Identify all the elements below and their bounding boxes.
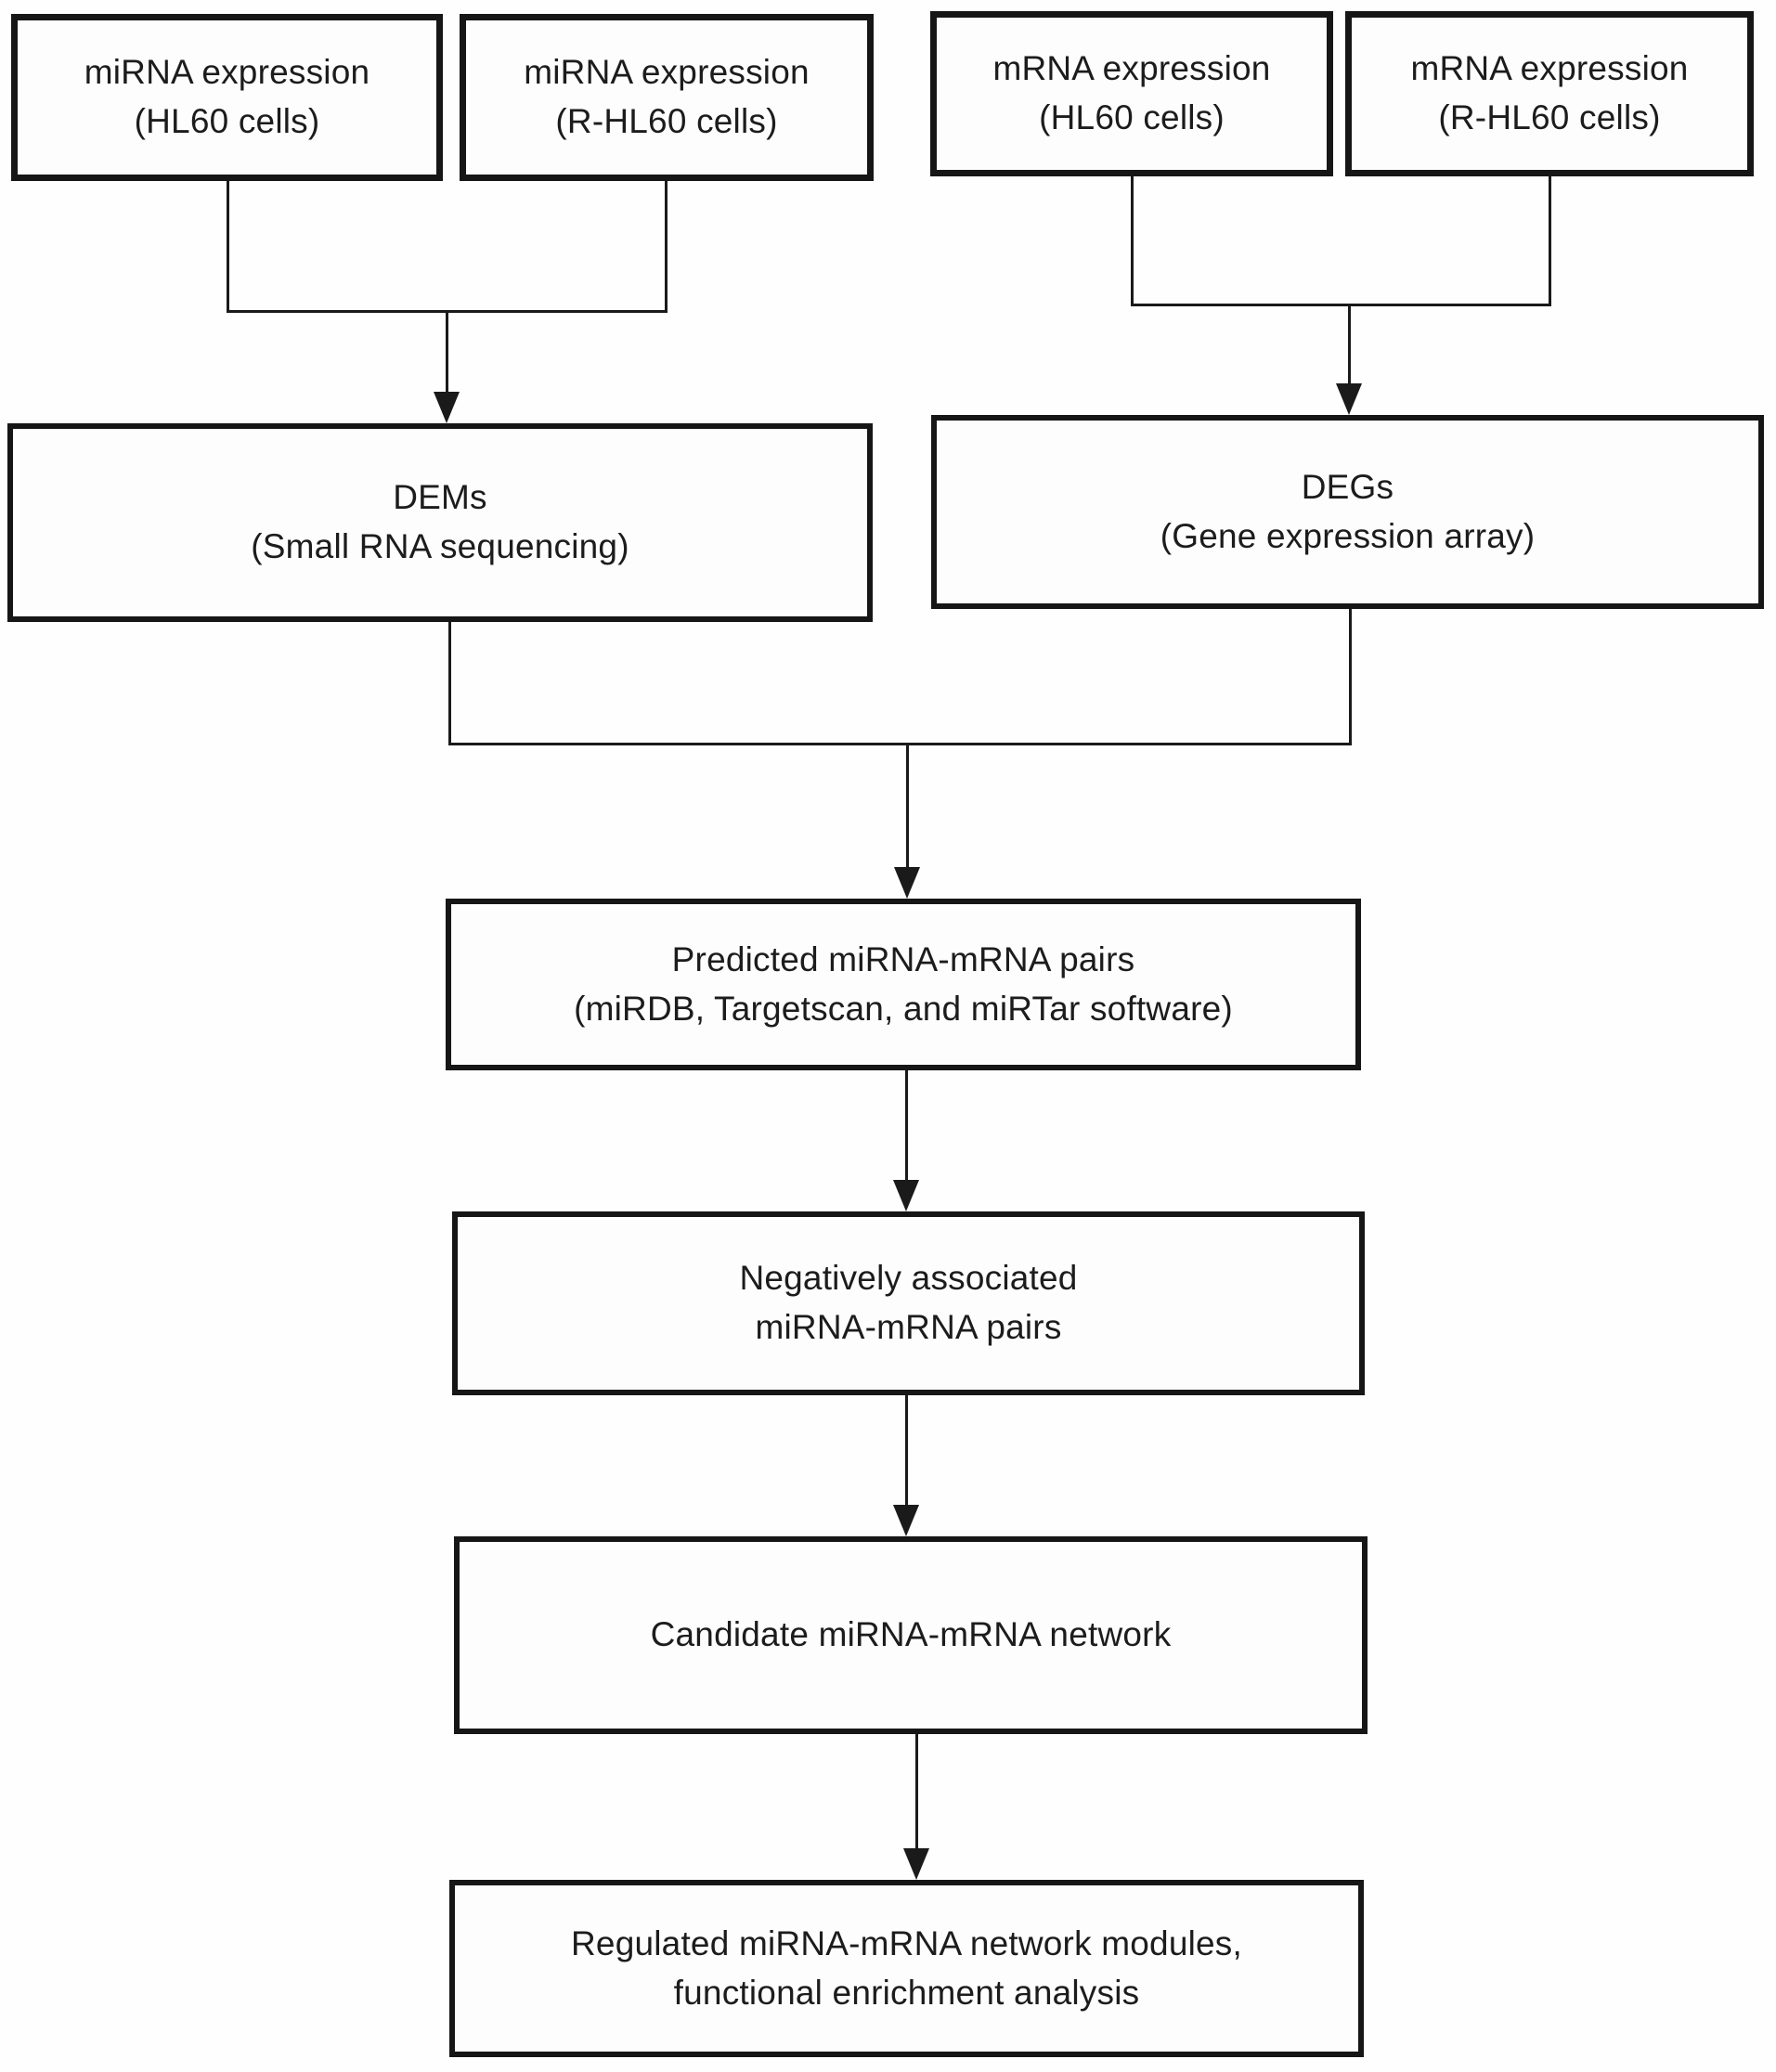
connector-line — [906, 743, 909, 869]
box-degs: DEGs (Gene expression array) — [931, 415, 1764, 609]
connector-line — [448, 622, 451, 745]
box-label-line2: (HL60 cells) — [1039, 98, 1225, 136]
connector-line — [1549, 176, 1551, 306]
box-mrna-expression-rhl60: mRNA expression (R-HL60 cells) — [1345, 11, 1754, 176]
box-label-line1: miRNA expression — [84, 53, 370, 92]
box-mrna-expression-hl60: mRNA expression (HL60 cells) — [930, 11, 1333, 176]
connector-line — [446, 310, 448, 395]
box-dems: DEMs (Small RNA sequencing) — [7, 423, 873, 622]
box-label-line1: DEMs — [393, 478, 487, 517]
connector-line — [915, 1734, 918, 1852]
connector-line — [905, 1070, 908, 1184]
box-label-line1: Negatively associated — [739, 1259, 1078, 1298]
box-label-line1: Predicted miRNA-mRNA pairs — [671, 939, 1135, 978]
box-mirna-expression-hl60: miRNA expression (HL60 cells) — [11, 14, 443, 181]
arrowhead-down-icon — [1336, 383, 1362, 415]
box-negatively-associated-pairs: Negatively associated miRNA-mRNA pairs — [452, 1211, 1365, 1395]
box-regulated-modules: Regulated miRNA-mRNA network modules, fu… — [449, 1880, 1364, 2057]
box-label: DEMs (Small RNA sequencing) — [251, 473, 629, 571]
box-label-line1: mRNA expression — [1410, 49, 1689, 88]
box-label: Predicted miRNA-mRNA pairs (miRDB, Targe… — [574, 936, 1233, 1033]
arrowhead-down-icon — [434, 392, 460, 423]
box-label-line2: (miRDB, Targetscan, and miRTar software) — [574, 989, 1233, 1028]
box-label-line1: Regulated miRNA-mRNA network modules, — [571, 1923, 1242, 1962]
connector-line — [1348, 304, 1351, 385]
connector-line — [448, 743, 1352, 745]
arrowhead-down-icon — [893, 1180, 919, 1211]
box-label: Negatively associated miRNA-mRNA pairs — [739, 1254, 1077, 1352]
box-label: miRNA expression (R-HL60 cells) — [524, 48, 810, 146]
connector-line — [227, 181, 229, 313]
arrowhead-down-icon — [893, 1505, 919, 1536]
box-label-line2: miRNA-mRNA pairs — [755, 1308, 1062, 1346]
box-label: miRNA expression (HL60 cells) — [84, 48, 370, 146]
box-label: Candidate miRNA-mRNA network — [651, 1611, 1172, 1660]
box-label: DEGs (Gene expression array) — [1160, 463, 1536, 561]
connector-line — [1131, 304, 1551, 306]
box-candidate-network: Candidate miRNA-mRNA network — [454, 1536, 1368, 1734]
box-label: mRNA expression (HL60 cells) — [992, 45, 1270, 142]
box-label-line1: DEGs — [1301, 467, 1394, 506]
box-mirna-expression-rhl60: miRNA expression (R-HL60 cells) — [460, 14, 874, 181]
box-label-line2: (HL60 cells) — [134, 102, 320, 140]
connector-line — [1349, 609, 1352, 745]
box-label-line2: (Gene expression array) — [1160, 516, 1536, 555]
connector-line — [665, 181, 668, 313]
box-predicted-pairs: Predicted miRNA-mRNA pairs (miRDB, Targe… — [446, 899, 1361, 1070]
box-label-line2: (Small RNA sequencing) — [251, 527, 629, 565]
box-label-line2: (R-HL60 cells) — [555, 102, 778, 140]
connector-line — [905, 1395, 908, 1509]
box-label: Regulated miRNA-mRNA network modules, fu… — [571, 1920, 1242, 2017]
box-label-line2: functional enrichment analysis — [673, 1973, 1140, 2012]
connector-line — [1131, 176, 1134, 306]
box-label-line2: (R-HL60 cells) — [1438, 98, 1661, 136]
arrowhead-down-icon — [903, 1848, 929, 1880]
box-label: mRNA expression (R-HL60 cells) — [1410, 45, 1688, 142]
box-label-line1: miRNA expression — [524, 53, 810, 92]
box-label-line1: mRNA expression — [992, 49, 1271, 88]
box-label-line1: Candidate miRNA-mRNA network — [650, 1615, 1172, 1654]
arrowhead-down-icon — [894, 867, 920, 899]
